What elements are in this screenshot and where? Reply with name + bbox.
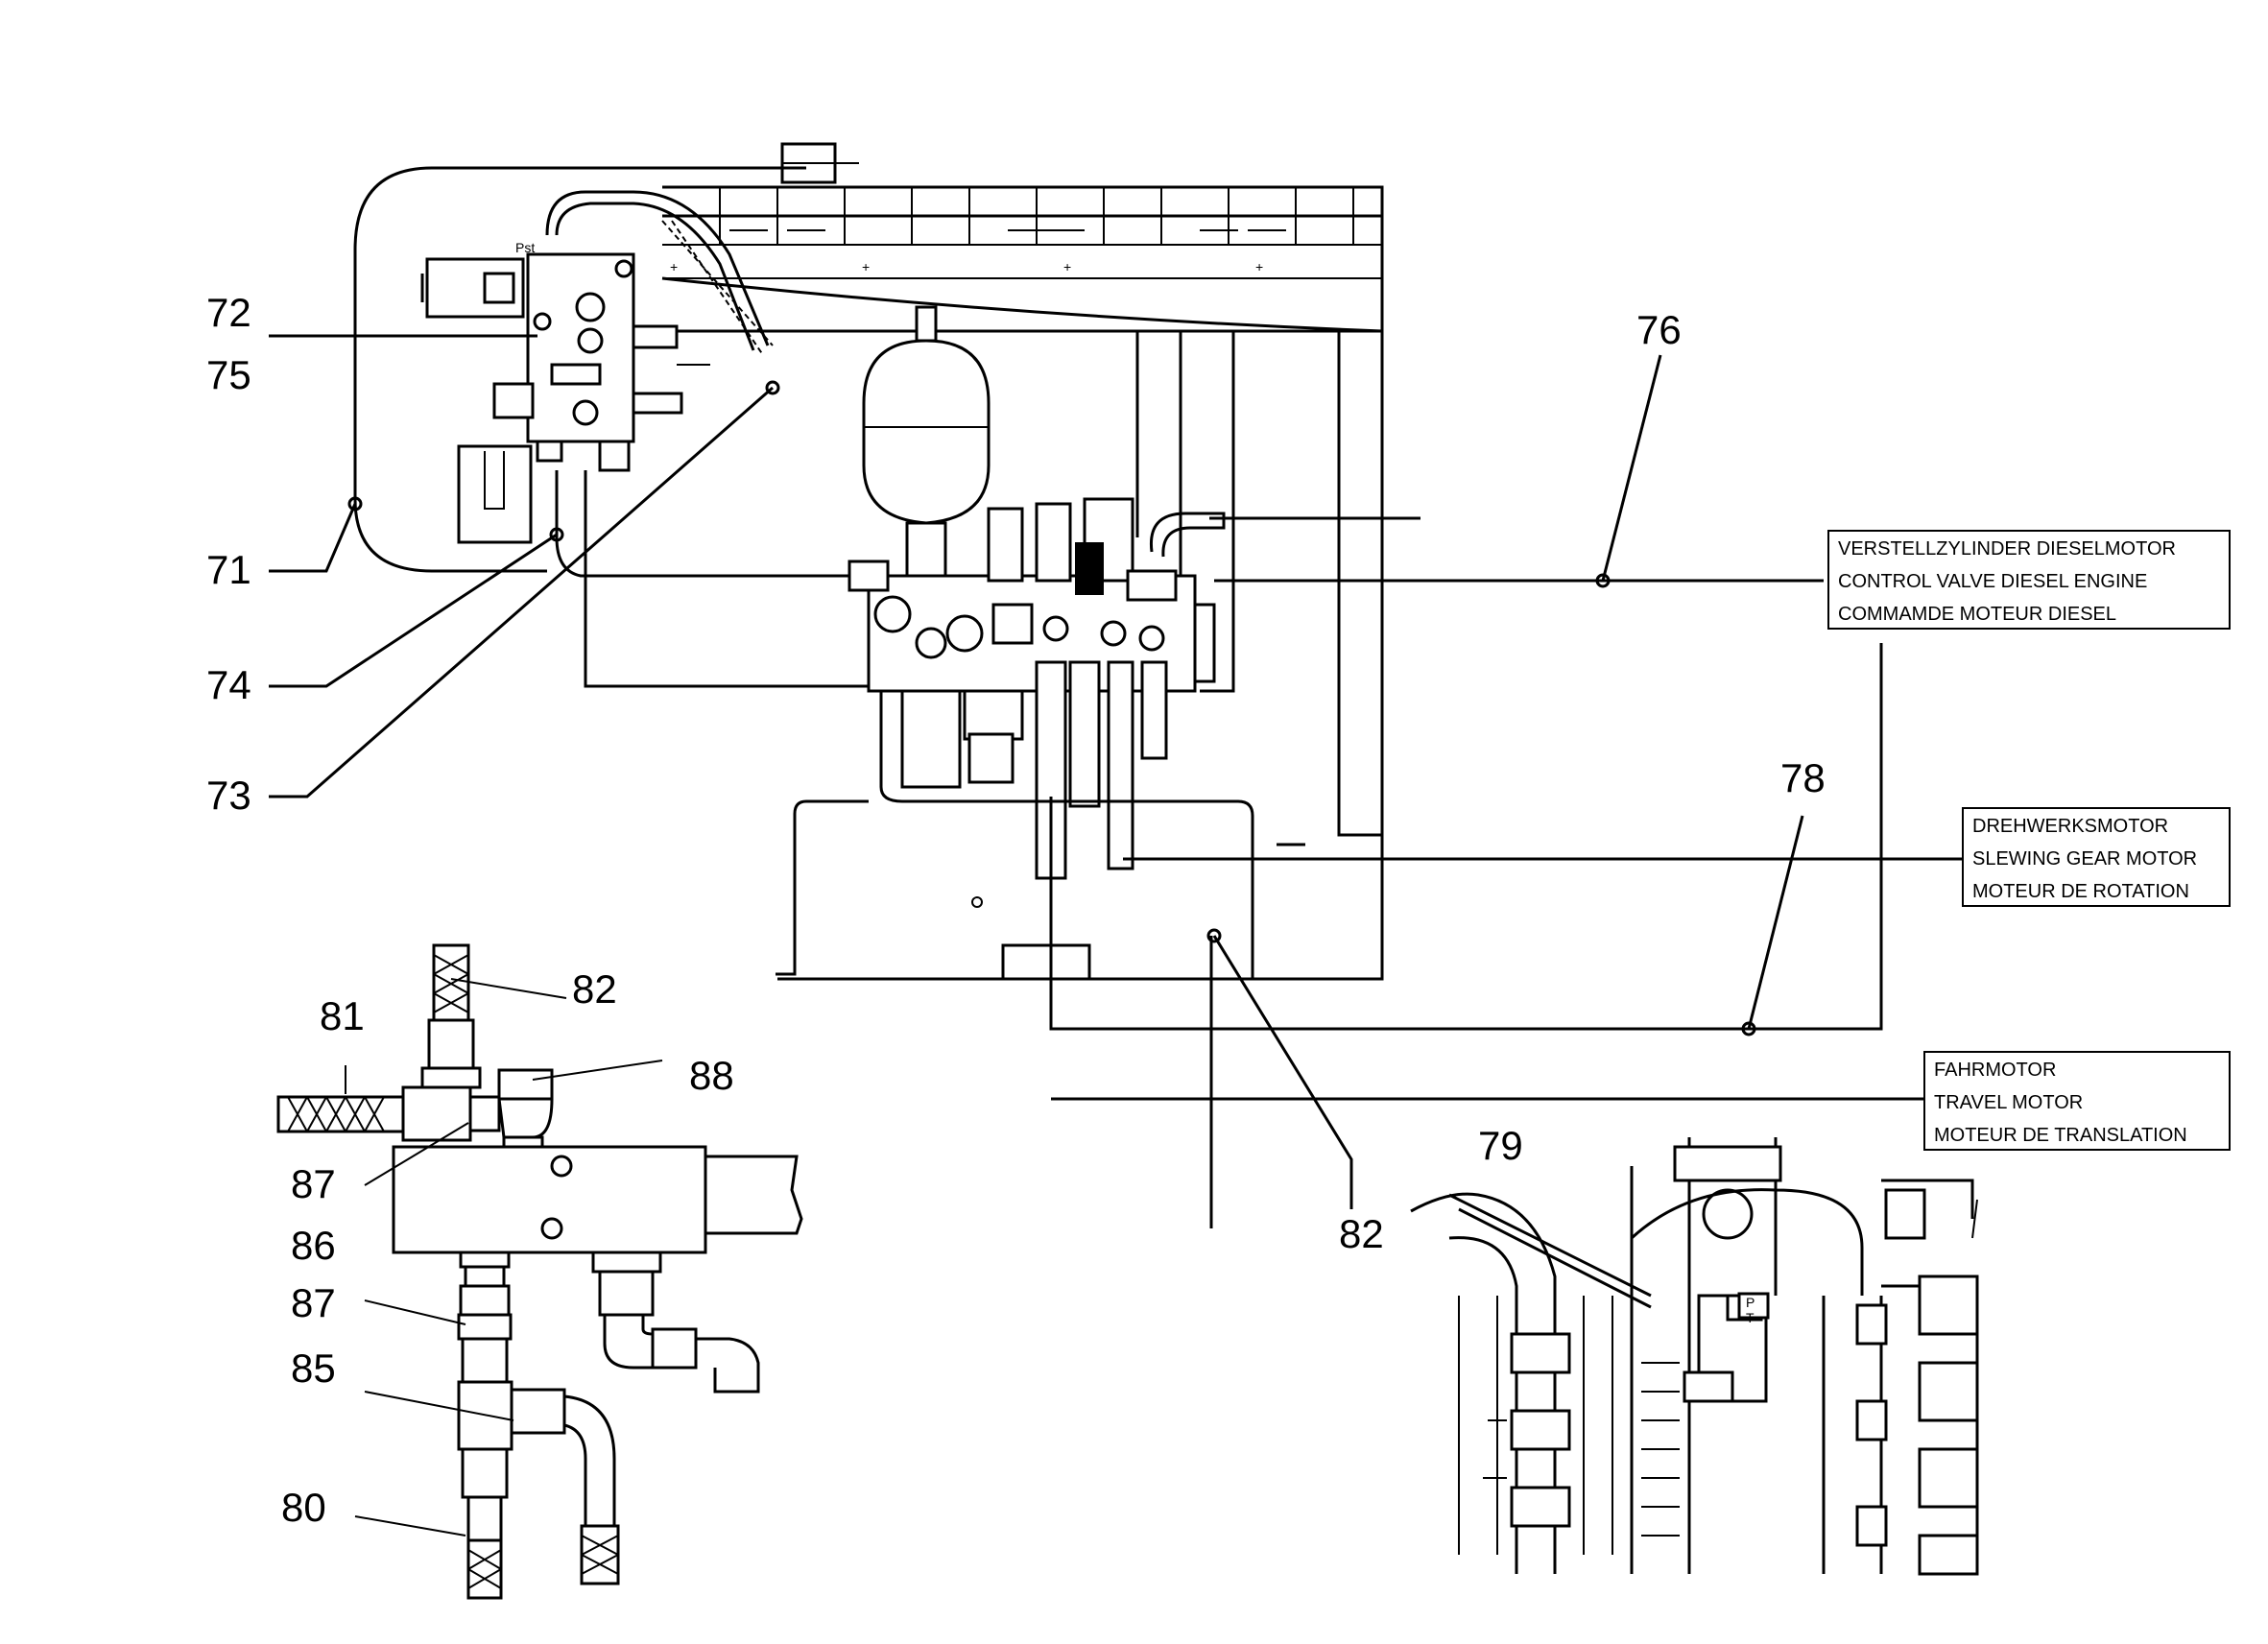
svg-text:+: + bbox=[862, 259, 870, 274]
port-p-label: P bbox=[1746, 1295, 1755, 1310]
travel-label-de: FAHRMOTOR bbox=[1934, 1060, 2056, 1081]
callout-73: 73 bbox=[206, 773, 251, 818]
callout-74: 74 bbox=[206, 662, 251, 707]
slewing-label-fr: MOTEUR DE ROTATION bbox=[1972, 881, 2189, 902]
engine-detail: P T bbox=[1410, 1137, 1979, 1576]
callout-82-left: 82 bbox=[572, 966, 617, 1012]
callout-79: 79 bbox=[1478, 1123, 1523, 1168]
svg-text:+: + bbox=[1063, 259, 1071, 274]
callout-86: 86 bbox=[291, 1223, 336, 1268]
control-valve-label-fr: COMMAMDE MOTEUR DIESEL bbox=[1838, 604, 2116, 625]
label-box-slewing: DREHWERKSMOTOR SLEWING GEAR MOTOR MOTEUR… bbox=[1962, 807, 2231, 907]
callout-numbers: 72 75 71 74 73 76 78 79 82 82 81 88 87 8… bbox=[206, 290, 1826, 1530]
travel-label-fr: MOTEUR DE TRANSLATION bbox=[1934, 1125, 2187, 1146]
control-valve-label-en: CONTROL VALVE DIESEL ENGINE bbox=[1838, 571, 2147, 592]
hose-upper bbox=[545, 190, 770, 346]
lower-left-assembly bbox=[276, 943, 803, 1600]
label-box-travel: FAHRMOTOR TRAVEL MOTOR MOTEUR DE TRANSLA… bbox=[1923, 1051, 2231, 1151]
callout-80: 80 bbox=[281, 1485, 326, 1530]
lower-left-leaders bbox=[345, 978, 663, 1537]
callout-85: 85 bbox=[291, 1346, 336, 1391]
callout-78: 78 bbox=[1780, 755, 1826, 800]
travel-label-en: TRAVEL MOTOR bbox=[1934, 1092, 2083, 1113]
callout-87-upper: 87 bbox=[291, 1161, 336, 1206]
pilot-valve-block: Pst bbox=[420, 240, 710, 544]
callout-88: 88 bbox=[689, 1053, 734, 1098]
slewing-label-de: DREHWERKSMOTOR bbox=[1972, 816, 2168, 837]
tank bbox=[776, 799, 1305, 981]
callout-81: 81 bbox=[320, 993, 365, 1038]
callout-72: 72 bbox=[206, 290, 251, 335]
pst-label: Pst bbox=[515, 240, 535, 255]
svg-text:+: + bbox=[670, 259, 678, 274]
upper-assembly: + + + + bbox=[353, 142, 1963, 1228]
main-valve-bank bbox=[848, 497, 1226, 880]
port-t-label: T bbox=[1746, 1310, 1755, 1325]
callout-76: 76 bbox=[1636, 307, 1682, 352]
control-valve-label-de: VERSTELLZYLINDER DIESELMOTOR bbox=[1838, 538, 2176, 560]
leader-lines bbox=[269, 334, 1804, 1209]
cell-row: + + + + bbox=[661, 185, 1384, 333]
accumulator bbox=[862, 305, 991, 583]
label-box-control-valve: VERSTELLZYLINDER DIESELMOTOR CONTROL VAL… bbox=[1827, 530, 2231, 630]
callout-87-lower: 87 bbox=[291, 1280, 336, 1325]
line-71 bbox=[353, 166, 806, 573]
callout-82-right: 82 bbox=[1339, 1211, 1384, 1256]
svg-text:+: + bbox=[1255, 259, 1263, 274]
slewing-label-en: SLEWING GEAR MOTOR bbox=[1972, 848, 2197, 870]
callout-71: 71 bbox=[206, 547, 251, 592]
callout-75: 75 bbox=[206, 352, 251, 397]
